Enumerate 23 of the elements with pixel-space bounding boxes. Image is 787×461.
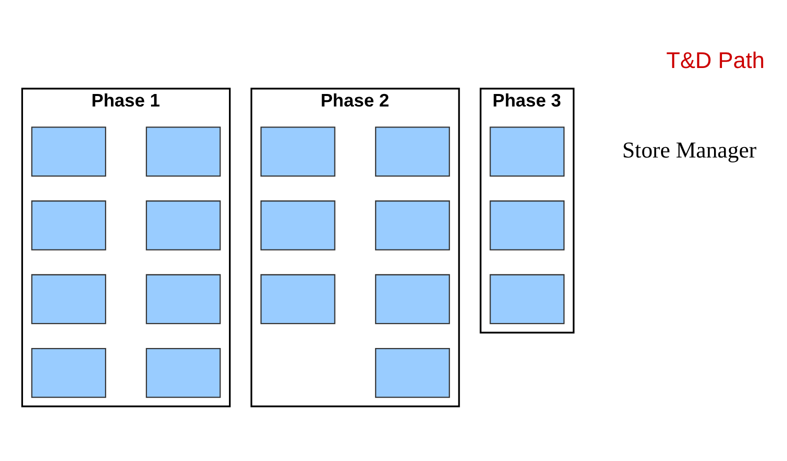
node-box (31, 126, 106, 177)
node-box (146, 348, 221, 398)
diagram-title: T&D Path (666, 47, 765, 74)
node-box (375, 200, 450, 250)
node-box (375, 126, 450, 177)
node-box (146, 274, 221, 324)
node-box (260, 200, 336, 250)
label: Store Manager (622, 137, 756, 162)
node-box (260, 274, 336, 324)
node-box (375, 274, 450, 324)
node-box (375, 348, 450, 398)
node-box (490, 200, 565, 250)
node-box (31, 348, 106, 398)
node-box (146, 126, 221, 177)
cluster: Phase 1 (21, 88, 231, 408)
node-box (490, 274, 565, 324)
node-box (31, 274, 106, 324)
cluster: Phase 2 (250, 88, 460, 408)
node-box (260, 126, 336, 177)
node-box (31, 200, 106, 250)
node-box (490, 126, 565, 177)
cluster: Phase 3 (480, 88, 574, 334)
node-box (146, 200, 221, 250)
